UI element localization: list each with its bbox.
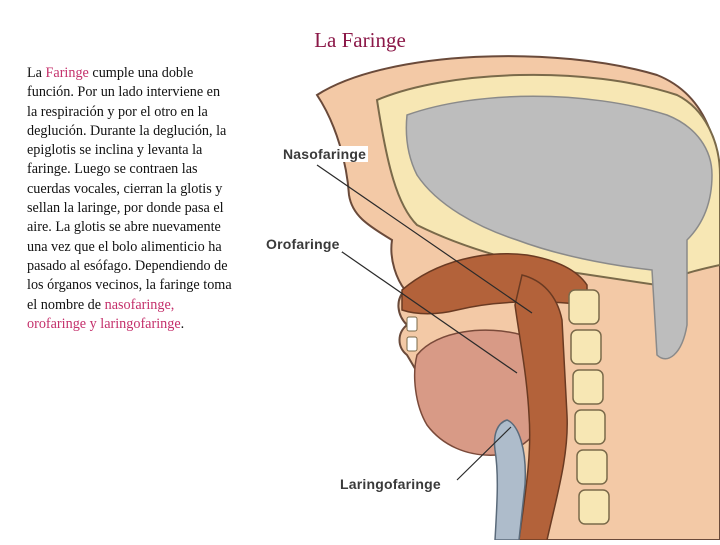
pharynx-illustration: Nasofaringe Orofaringe Laringofaringe	[257, 55, 720, 541]
slide-title: La Faringe	[314, 28, 406, 52]
anatomy-drawing	[257, 55, 720, 541]
label-nasofaringe: Nasofaringe	[281, 146, 369, 162]
text-part: .	[180, 315, 185, 332]
highlight-orofaringe-laringofaringe: orofaringe y laringofaringe	[27, 315, 181, 332]
label-laringofaringe: Laringofaringe	[338, 476, 443, 492]
highlight-nasofaringe: nasofaringe,	[104, 296, 175, 313]
text-part: cumple una doble función. Por un lado in…	[27, 65, 232, 313]
description-paragraph: La Faringe cumple una doble función. Por…	[27, 64, 232, 334]
label-orofaringe: Orofaringe	[264, 236, 342, 252]
text-part: La	[27, 65, 46, 81]
highlight-faringe: Faringe	[45, 65, 89, 81]
